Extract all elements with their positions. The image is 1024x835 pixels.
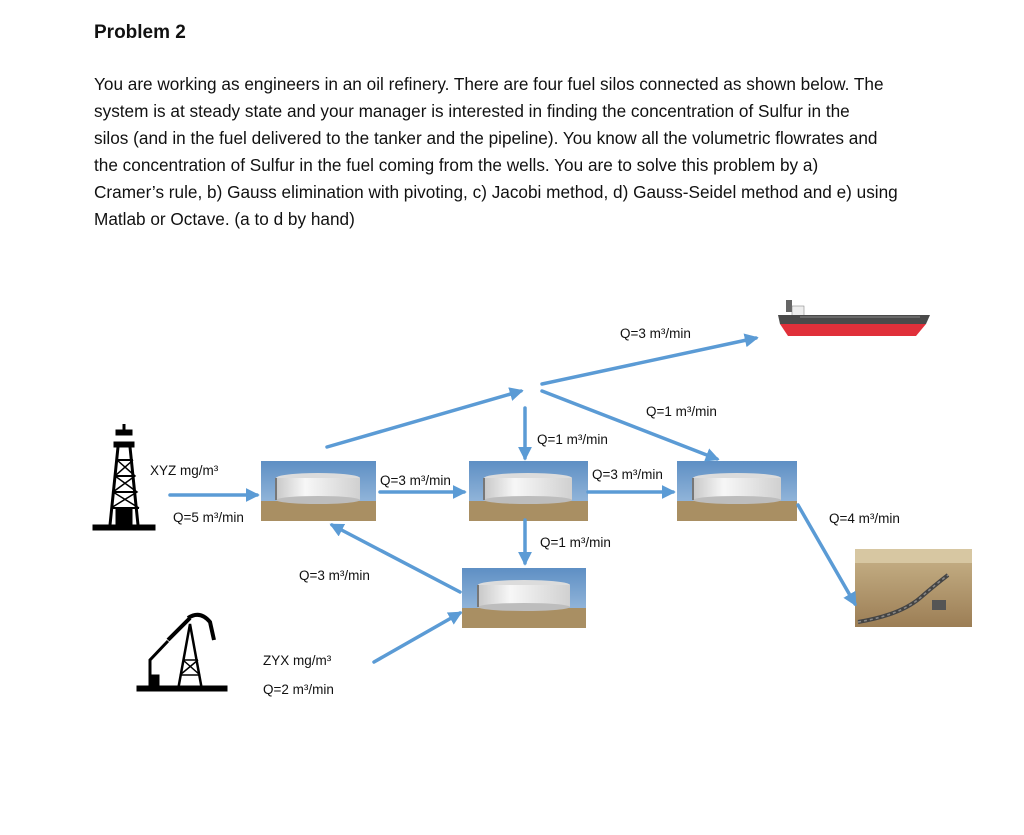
paragraph-line: the concentration of Sulfur in the fuel … (94, 155, 819, 175)
oil-derrick-icon (92, 424, 156, 531)
label-q-top-to-center: Q=1 m³/min (537, 432, 608, 447)
paragraph-line: system is at steady state and your manag… (94, 101, 850, 121)
problem-title: Problem 2 (94, 22, 186, 43)
arrow-to-tanker (540, 333, 759, 386)
silo-4 (462, 568, 586, 628)
arrow-silo4-to-silo1 (329, 523, 462, 594)
silo-1 (261, 461, 376, 521)
pipeline-desert-photo (855, 549, 972, 627)
label-q-silo2-to-silo4: Q=1 m³/min (540, 535, 611, 550)
silo-2 (469, 461, 588, 521)
label-q-silo2-to-silo3: Q=3 m³/min (592, 467, 663, 482)
oil-tanker-ship (778, 300, 930, 336)
paragraph-line: Cramer’s rule, b) Gauss elimination with… (94, 182, 898, 202)
silo-3 (677, 461, 797, 521)
label-well1-flow: Q=5 m³/min (173, 510, 244, 525)
pumpjack-icon (136, 612, 228, 692)
label-well1-concentration: XYZ mg/m³ (150, 463, 219, 478)
arrow-pumpjack-to-silo4 (372, 611, 463, 664)
problem-description: You are working as engineers in an oil r… (94, 71, 994, 233)
label-q-to-tanker: Q=3 m³/min (620, 326, 691, 341)
label-well2-concentration: ZYX mg/m³ (263, 653, 332, 668)
paragraph-line: Matlab or Octave. (a to d by hand) (94, 209, 355, 229)
label-q-silo4-to-silo1: Q=3 m³/min (299, 568, 370, 583)
arrow-silo1-to-top (325, 387, 524, 449)
label-q-silo3-to-pipeline: Q=4 m³/min (829, 511, 900, 526)
paragraph-line: You are working as engineers in an oil r… (94, 74, 884, 94)
label-q-silo1-to-silo2: Q=3 m³/min (380, 473, 451, 488)
flow-arrows (168, 333, 857, 664)
paragraph-line: silos (and in the fuel delivered to the … (94, 128, 878, 148)
label-q-top-diagonal: Q=1 m³/min (646, 404, 717, 419)
arrow-silo3-to-pipeline (796, 503, 857, 607)
arrow-top-to-silo3 (540, 389, 720, 462)
label-well2-flow: Q=2 m³/min (263, 682, 334, 697)
